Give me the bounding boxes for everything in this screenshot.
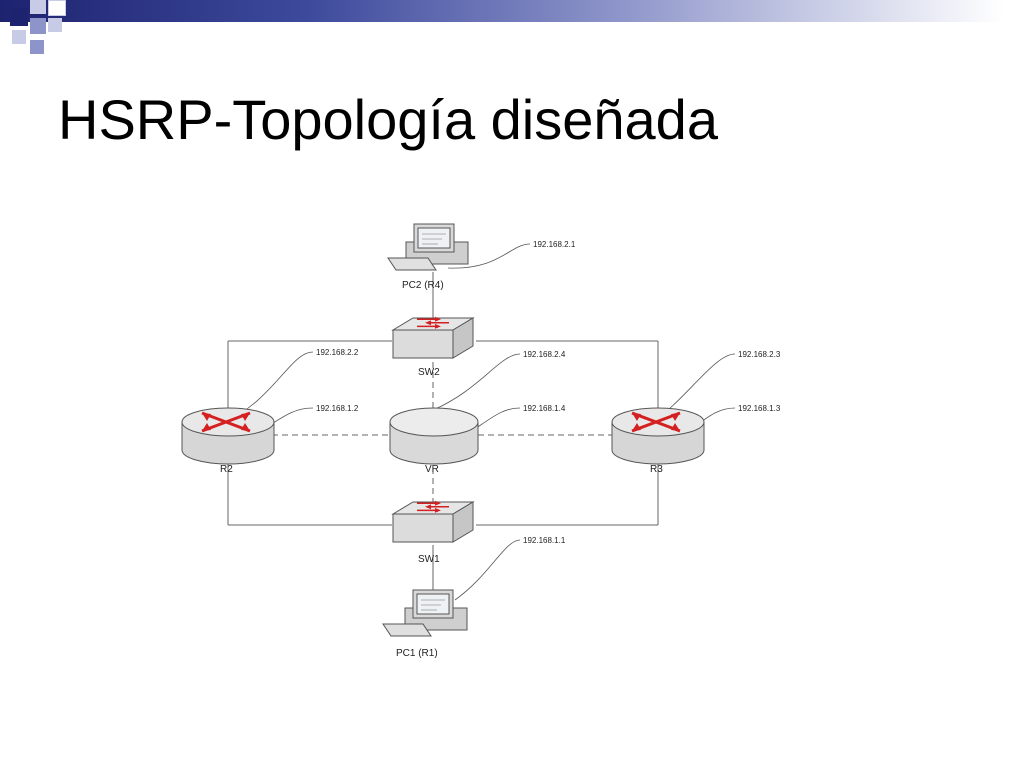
header-decor-square (30, 18, 46, 34)
header-decor-square (30, 40, 44, 54)
pc2-label: PC2 (R4) (402, 280, 444, 291)
header-decor-square (12, 30, 26, 44)
vr-label: VR (425, 464, 439, 475)
r2-ip-top: 192.168.2.2 (316, 348, 359, 357)
router-icon (181, 407, 275, 465)
switch-icon (391, 499, 475, 543)
slide-title: HSRP-Topología diseñada (58, 88, 718, 151)
header-decor-square (10, 8, 28, 26)
pc2-ip: 192.168.2.1 (533, 240, 576, 249)
pc-icon (382, 589, 468, 637)
header-decor-square (48, 0, 66, 16)
pc-icon (387, 223, 469, 271)
switch-icon (391, 315, 475, 359)
callout-vr-top (432, 353, 521, 411)
r3-ip-bottom: 192.168.1.3 (738, 404, 781, 413)
sw1-ip: 192.168.1.1 (523, 536, 566, 545)
virtual-links (272, 362, 614, 510)
r2-ip-bottom: 192.168.1.2 (316, 404, 359, 413)
sw1-label: SW1 (418, 554, 440, 565)
sw2-label: SW2 (418, 367, 440, 378)
header-gradient-bar (0, 0, 1024, 22)
virtual-router-icon (389, 407, 479, 465)
pc1-label: PC1 (R1) (396, 648, 438, 659)
callout-pc2 (447, 243, 531, 269)
r3-label: R3 (650, 464, 663, 475)
header-decor-square (30, 0, 46, 14)
callout-sw1 (454, 539, 521, 601)
r3-ip-top: 192.168.2.3 (738, 350, 781, 359)
vr-ip-bottom: 192.168.1.4 (523, 404, 566, 413)
router-icon (611, 407, 705, 465)
r2-label: R2 (220, 464, 233, 475)
header-decor-square (48, 18, 62, 32)
vr-ip-top: 192.168.2.4 (523, 350, 566, 359)
